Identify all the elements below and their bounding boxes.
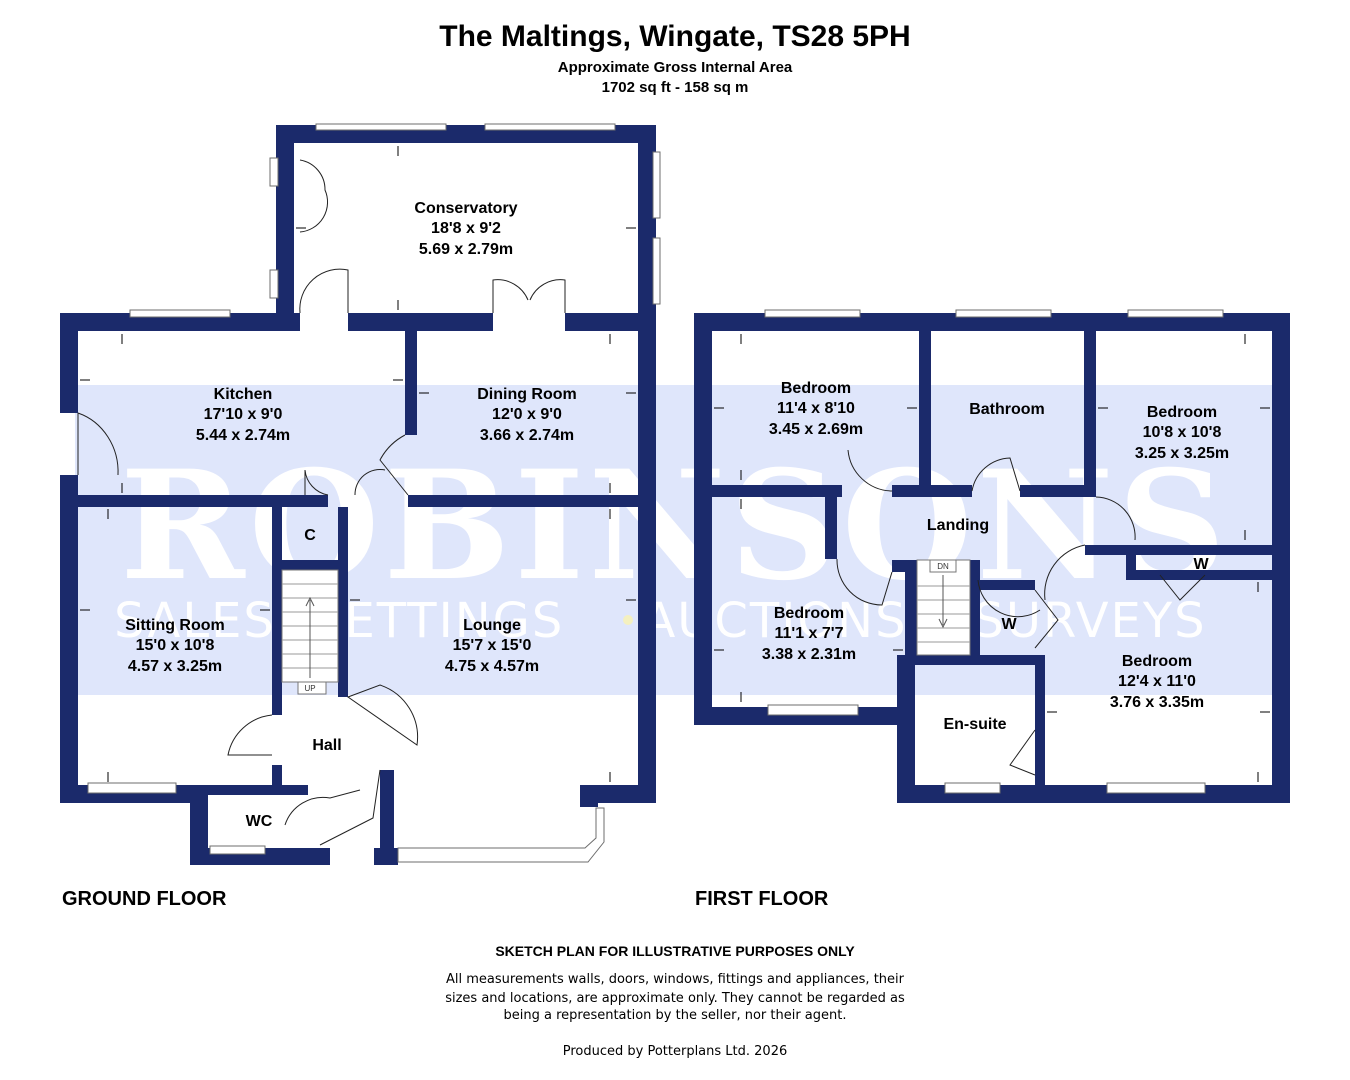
- sitting-name: Sitting Room: [125, 617, 225, 634]
- bedroom-4-imperial: 12'4 x 11'0: [1118, 673, 1196, 690]
- bedroom-2-imperial: 10'8 x 10'8: [1143, 424, 1222, 441]
- wc-label: WC: [246, 813, 273, 830]
- bedroom-3-name: Bedroom: [774, 605, 844, 622]
- first-floor-doors: [836, 449, 1206, 776]
- plan-title: The Maltings, Wingate, TS28 5PH: [439, 20, 910, 53]
- ground-floor-doors: [77, 159, 566, 846]
- producer-credit: Produced by Potterplans Ltd. 2026: [563, 1044, 788, 1059]
- room-kitchen: Kitchen 17'10 x 9'0 5.44 x 2.74m: [196, 386, 290, 444]
- disclaimer-line-2: sizes and locations, are approximate onl…: [445, 991, 905, 1006]
- wardrobe-1-label: W: [1001, 616, 1017, 633]
- watermark-service-surveys: SURVEYS: [973, 593, 1206, 649]
- lounge-imperial: 15'7 x 15'0: [453, 637, 532, 654]
- ground-floor-label: GROUND FLOOR: [62, 888, 227, 910]
- first-floor-label: FIRST FLOOR: [695, 888, 829, 910]
- kitchen-name: Kitchen: [214, 386, 273, 403]
- room-bedroom-1: Bedroom 11'4 x 8'10 3.45 x 2.69m: [769, 380, 863, 438]
- bedroom-4-name: Bedroom: [1122, 653, 1192, 670]
- room-sitting: Sitting Room 15'0 x 10'8 4.57 x 3.25m: [125, 617, 225, 675]
- hall-label: Hall: [312, 737, 341, 754]
- dining-name: Dining Room: [477, 386, 577, 403]
- wardrobe-2-label: W: [1193, 556, 1209, 573]
- ensuite-label: En-suite: [943, 716, 1006, 733]
- plan-area: 1702 sq ft - 158 sq m: [602, 79, 749, 96]
- sitting-metric: 4.57 x 3.25m: [128, 658, 222, 675]
- disclaimer-line-3: being a representation by the seller, no…: [504, 1008, 847, 1023]
- kitchen-metric: 5.44 x 2.74m: [196, 427, 290, 444]
- landing-label: Landing: [927, 517, 989, 534]
- bedroom-3-metric: 3.38 x 2.31m: [762, 646, 856, 663]
- ground-floor-dimension-arrows: [80, 146, 636, 782]
- bedroom-2-metric: 3.25 x 3.25m: [1135, 445, 1229, 462]
- watermark-service-auctions: AUCTIONS: [642, 593, 907, 649]
- first-floor-staircase: DN: [916, 559, 971, 656]
- kitchen-imperial: 17'10 x 9'0: [204, 406, 283, 423]
- room-dining: Dining Room 12'0 x 9'0 3.66 x 2.74m: [477, 386, 577, 444]
- dining-metric: 3.66 x 2.74m: [480, 427, 574, 444]
- sitting-imperial: 15'0 x 10'8: [136, 637, 215, 654]
- dining-imperial: 12'0 x 9'0: [492, 406, 562, 423]
- bedroom-1-imperial: 11'4 x 8'10: [777, 400, 855, 417]
- disclaimer-title: SKETCH PLAN FOR ILLUSTRATIVE PURPOSES ON…: [495, 943, 855, 959]
- stairs-up-label: UP: [304, 684, 315, 693]
- bedroom-1-name: Bedroom: [781, 380, 851, 397]
- room-lounge: Lounge 15'7 x 15'0 4.75 x 4.57m: [445, 617, 539, 675]
- bedroom-2-name: Bedroom: [1147, 404, 1217, 421]
- room-bedroom-3: Bedroom 11'1 x 7'7 3.38 x 2.31m: [762, 605, 856, 663]
- conservatory-imperial: 18'8 x 9'2: [431, 220, 501, 237]
- watermark-service-lettings: LETTINGS: [316, 593, 565, 649]
- bedroom-1-metric: 3.45 x 2.69m: [769, 421, 863, 438]
- lounge-name: Lounge: [463, 617, 521, 634]
- first-floor-windows: [764, 309, 1224, 794]
- bedroom-3-imperial: 11'1 x 7'7: [774, 625, 843, 642]
- room-bedroom-2: Bedroom 10'8 x 10'8 3.25 x 3.25m: [1135, 404, 1229, 462]
- ground-floor-windows: [87, 123, 661, 863]
- cupboard-label: C: [304, 527, 316, 544]
- ground-floor-staircase: UP: [281, 569, 339, 695]
- plan-subtitle: Approximate Gross Internal Area: [558, 59, 793, 76]
- bathroom-label: Bathroom: [969, 401, 1045, 418]
- conservatory-metric: 5.69 x 2.79m: [419, 241, 513, 258]
- first-floor-dimension-arrows: [714, 334, 1270, 782]
- bedroom-4-metric: 3.76 x 3.35m: [1110, 694, 1204, 711]
- conservatory-name: Conservatory: [414, 200, 517, 217]
- lounge-metric: 4.75 x 4.57m: [445, 658, 539, 675]
- stairs-down-label: DN: [937, 562, 949, 571]
- disclaimer-line-1: All measurements walls, doors, windows, …: [446, 972, 905, 987]
- watermark-dot: [623, 615, 633, 625]
- first-floor-walls: [694, 313, 1290, 803]
- watermark-service-sales: SALES: [114, 593, 276, 649]
- room-bedroom-4: Bedroom 12'4 x 11'0 3.76 x 3.35m: [1110, 653, 1204, 711]
- room-conservatory: Conservatory 18'8 x 9'2 5.69 x 2.79m: [414, 200, 517, 258]
